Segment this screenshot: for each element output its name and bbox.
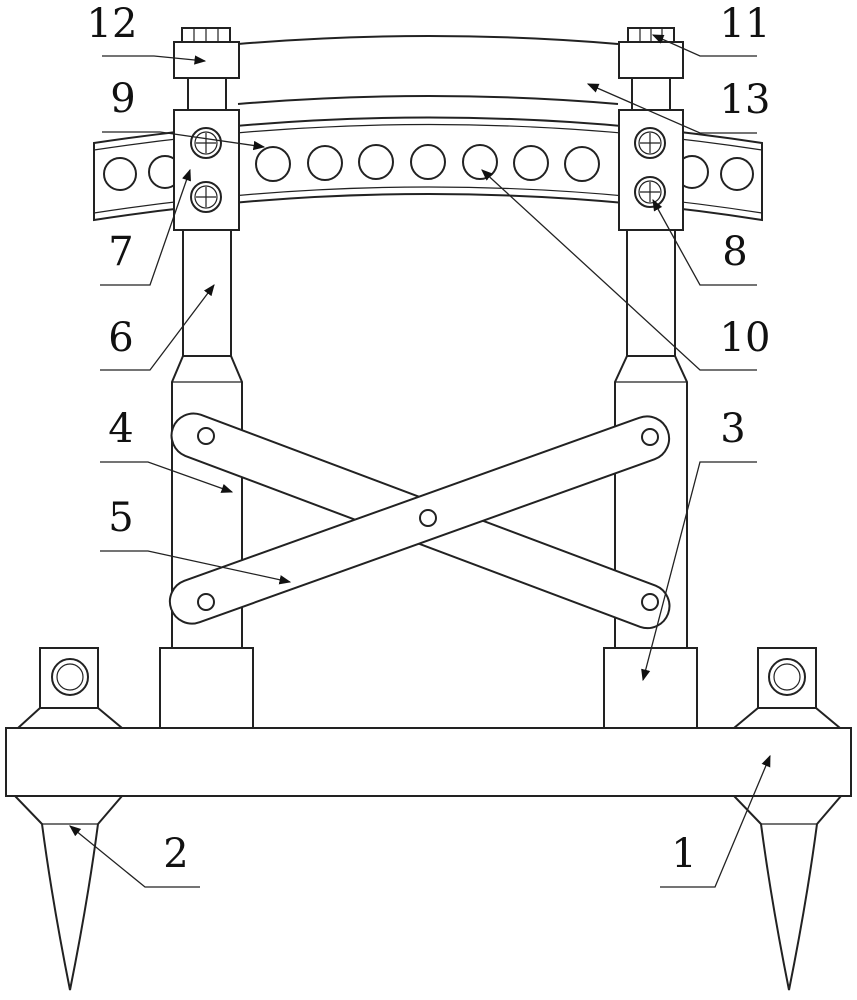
right-screw-upper xyxy=(634,127,666,159)
base-beam xyxy=(5,727,852,797)
left-top-cap xyxy=(173,41,240,79)
callout-8: 8 xyxy=(722,229,747,275)
left-screw-upper xyxy=(190,127,222,159)
callout-2: 2 xyxy=(163,831,188,877)
right-top-cap xyxy=(618,41,684,79)
right-neck xyxy=(631,77,671,111)
left-ground-stake xyxy=(12,647,125,991)
left-inner-rod xyxy=(182,229,232,357)
callout-12: 12 xyxy=(87,1,138,47)
left-column xyxy=(159,27,254,729)
left-screw-lower xyxy=(190,181,222,213)
left-neck xyxy=(187,77,227,111)
callout-13: 13 xyxy=(720,77,771,123)
callout-10: 10 xyxy=(720,315,771,361)
callout-7: 7 xyxy=(108,229,133,275)
callout-3: 3 xyxy=(720,406,745,452)
left-base-socket xyxy=(159,647,254,729)
callout-labels: 12 11 9 13 7 8 6 10 4 3 5 2 1 xyxy=(87,1,771,877)
right-inner-rod xyxy=(626,229,676,357)
right-screw-lower xyxy=(634,176,666,208)
right-ground-stake xyxy=(731,647,844,991)
right-base-socket xyxy=(603,647,698,729)
scissor-pivot-pin xyxy=(419,509,437,527)
callout-5: 5 xyxy=(108,495,133,541)
callout-6: 6 xyxy=(108,315,133,361)
callout-4: 4 xyxy=(108,406,133,452)
top-arc-band xyxy=(237,35,619,105)
plate-holes xyxy=(103,144,754,191)
callout-1: 1 xyxy=(671,831,696,877)
callout-9: 9 xyxy=(110,76,135,122)
callout-11: 11 xyxy=(720,1,771,47)
leader-lines xyxy=(69,34,771,888)
